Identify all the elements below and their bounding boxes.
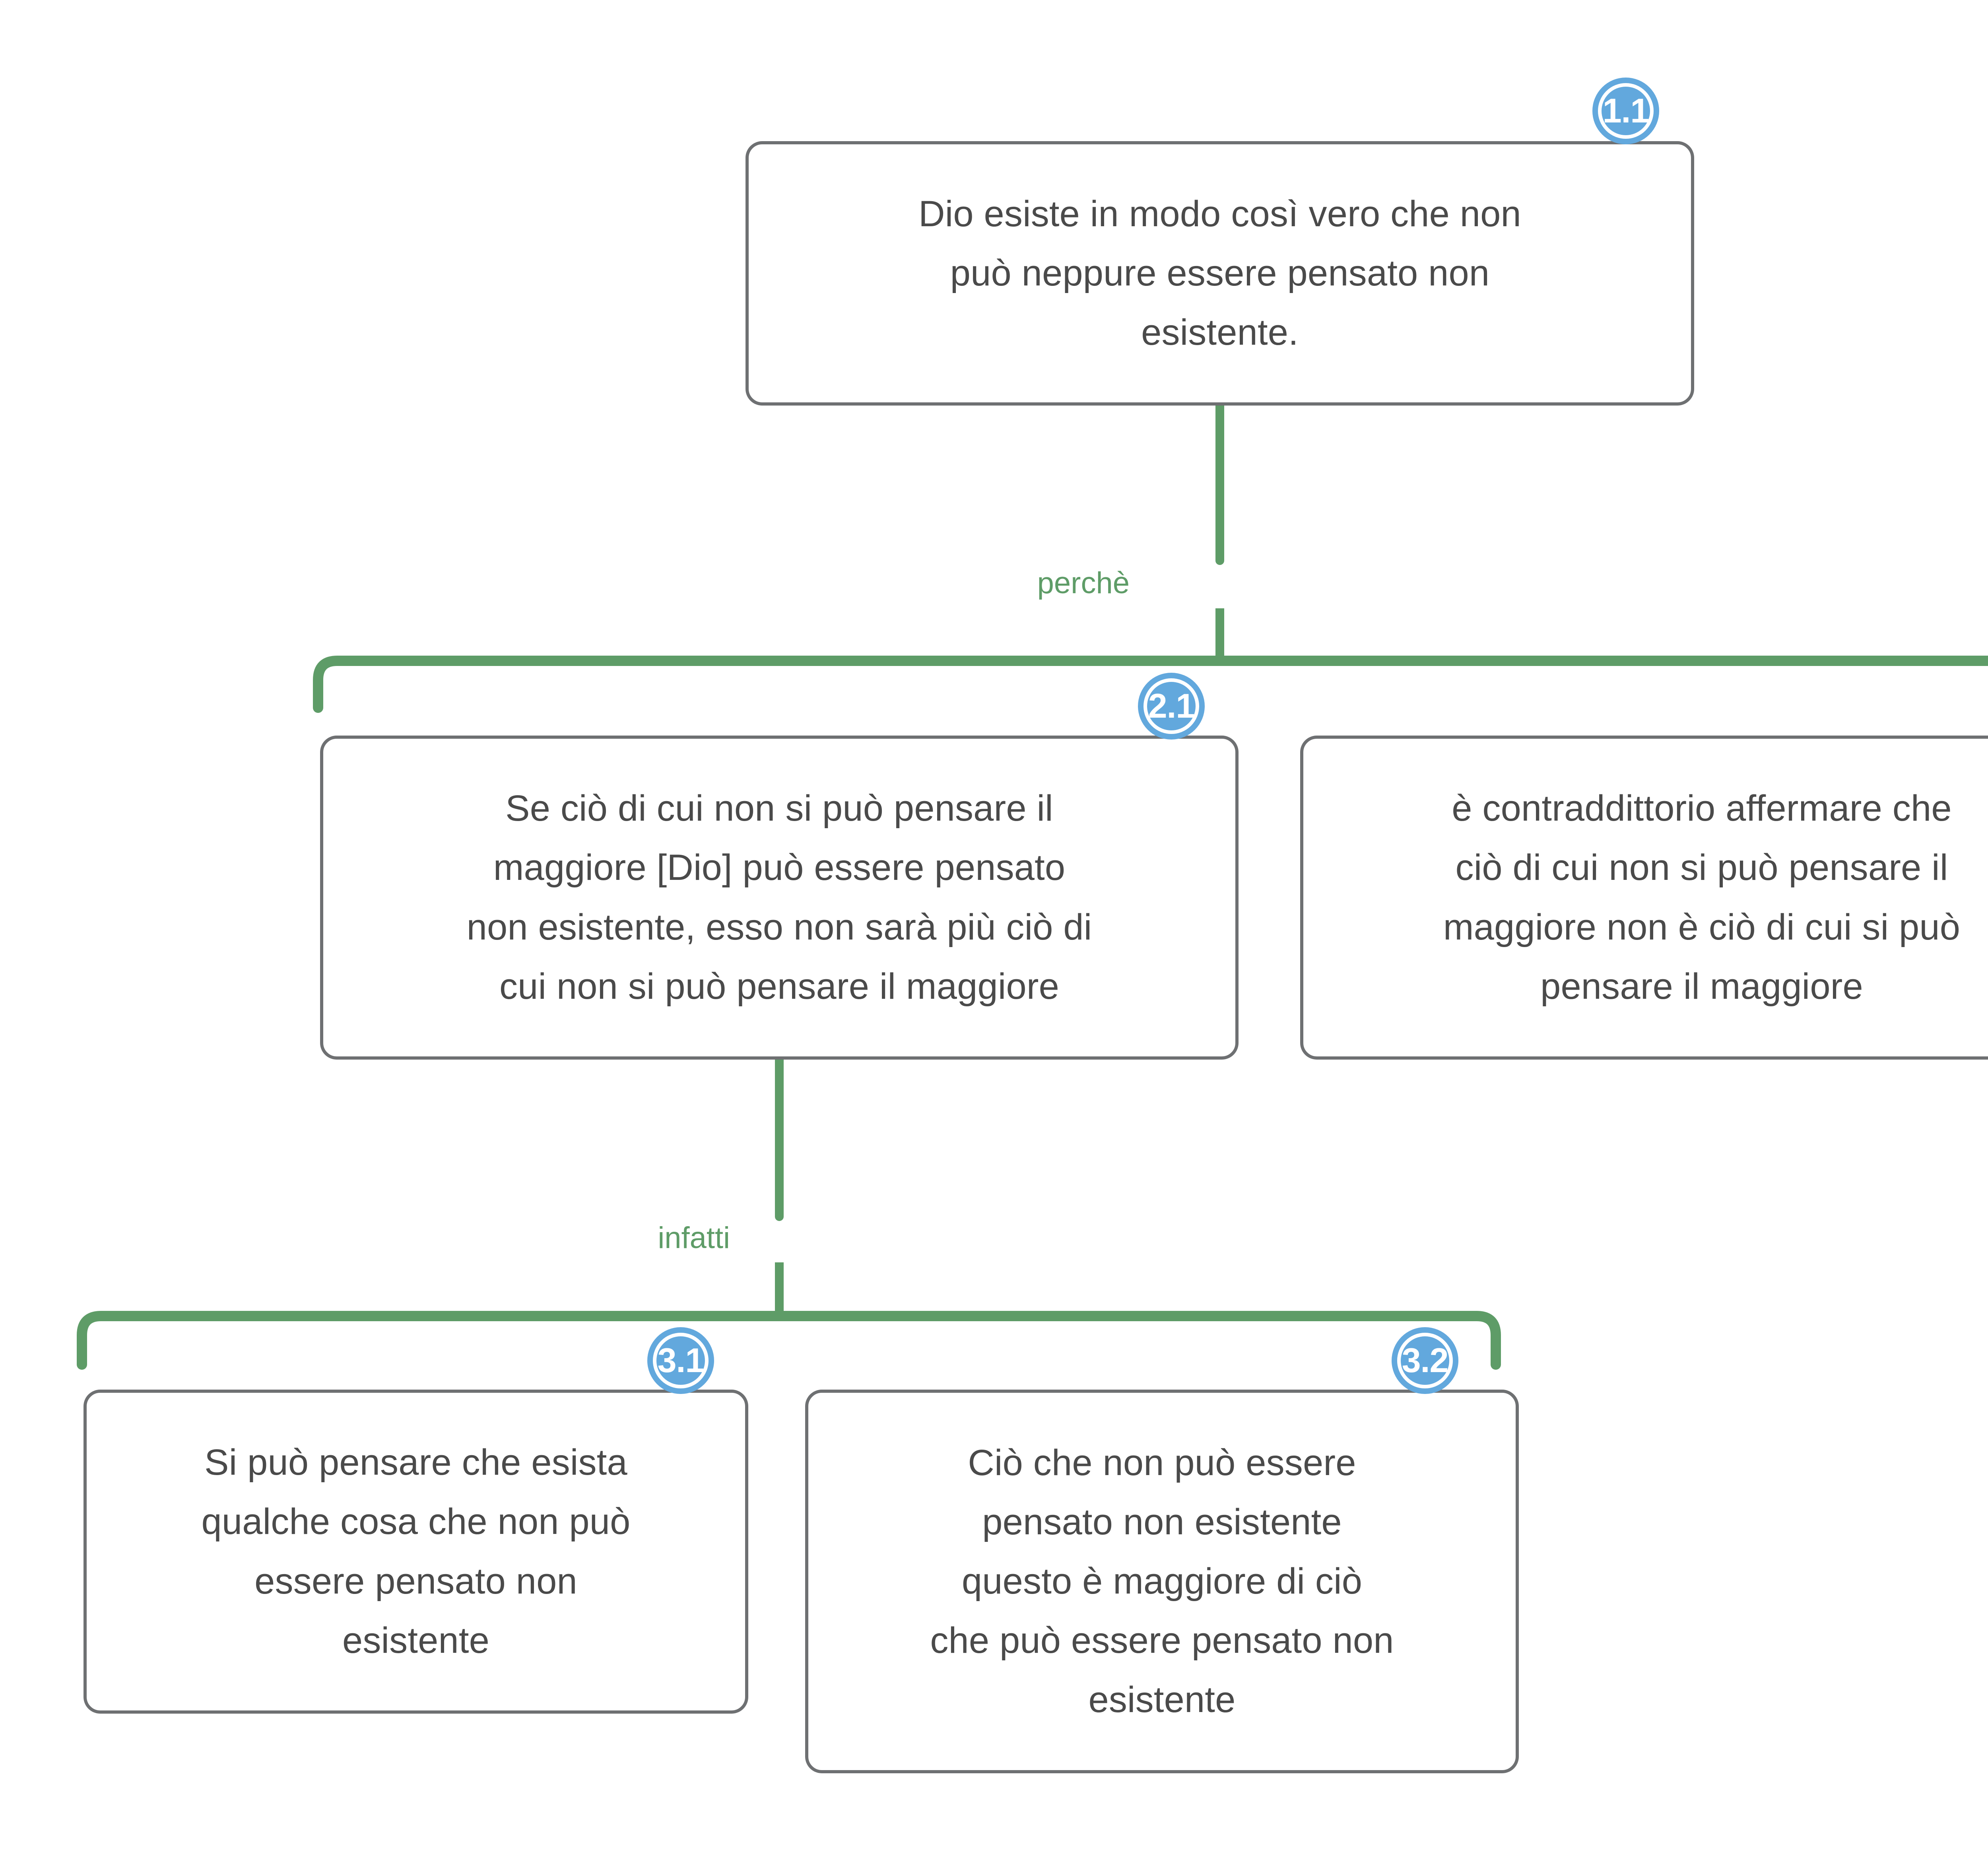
node-1-1-text: Dio esiste in modo così vero che non può… — [918, 193, 1521, 353]
node-2-1-text: Se ciò di cui non si può pensare il magg… — [466, 788, 1092, 1007]
edge-label-perche: perchè — [1031, 567, 1135, 600]
node-3-2[interactable]: Ciò che non può essere pensato non esist… — [805, 1390, 1519, 1773]
node-badge-3-2[interactable]: 3.2 — [1392, 1327, 1458, 1394]
node-badge-1-1-label: 1.1 — [1602, 92, 1650, 130]
node-1-1[interactable]: Dio esiste in modo così vero che non può… — [746, 141, 1694, 406]
node-badge-3-1[interactable]: 3.1 — [647, 1327, 714, 1394]
node-2-1[interactable]: Se ciò di cui non si può pensare il magg… — [320, 736, 1239, 1060]
node-badge-2-1-label: 2.1 — [1148, 687, 1195, 725]
node-2-2[interactable]: è contraddittorio affermare che ciò di c… — [1300, 736, 1988, 1060]
node-3-1[interactable]: Si può pensare che esista qualche cosa c… — [83, 1390, 748, 1714]
edge-infatti-bracket — [77, 1311, 1501, 1370]
edge-label-infatti: infatti — [652, 1221, 736, 1255]
node-badge-1-1[interactable]: 1.1 — [1592, 78, 1659, 144]
node-2-2-text: è contraddittorio affermare che ciò di c… — [1443, 788, 1961, 1007]
node-3-2-text: Ciò che non può essere pensato non esist… — [930, 1442, 1394, 1720]
node-badge-2-1[interactable]: 2.1 — [1138, 673, 1205, 740]
node-3-1-text: Si può pensare che esista qualche cosa c… — [201, 1442, 631, 1661]
edge-perche — [313, 401, 1988, 713]
node-badge-3-2-label: 3.2 — [1402, 1341, 1449, 1380]
node-badge-3-1-label: 3.1 — [657, 1341, 705, 1380]
edge-infatti — [77, 1055, 1501, 1370]
